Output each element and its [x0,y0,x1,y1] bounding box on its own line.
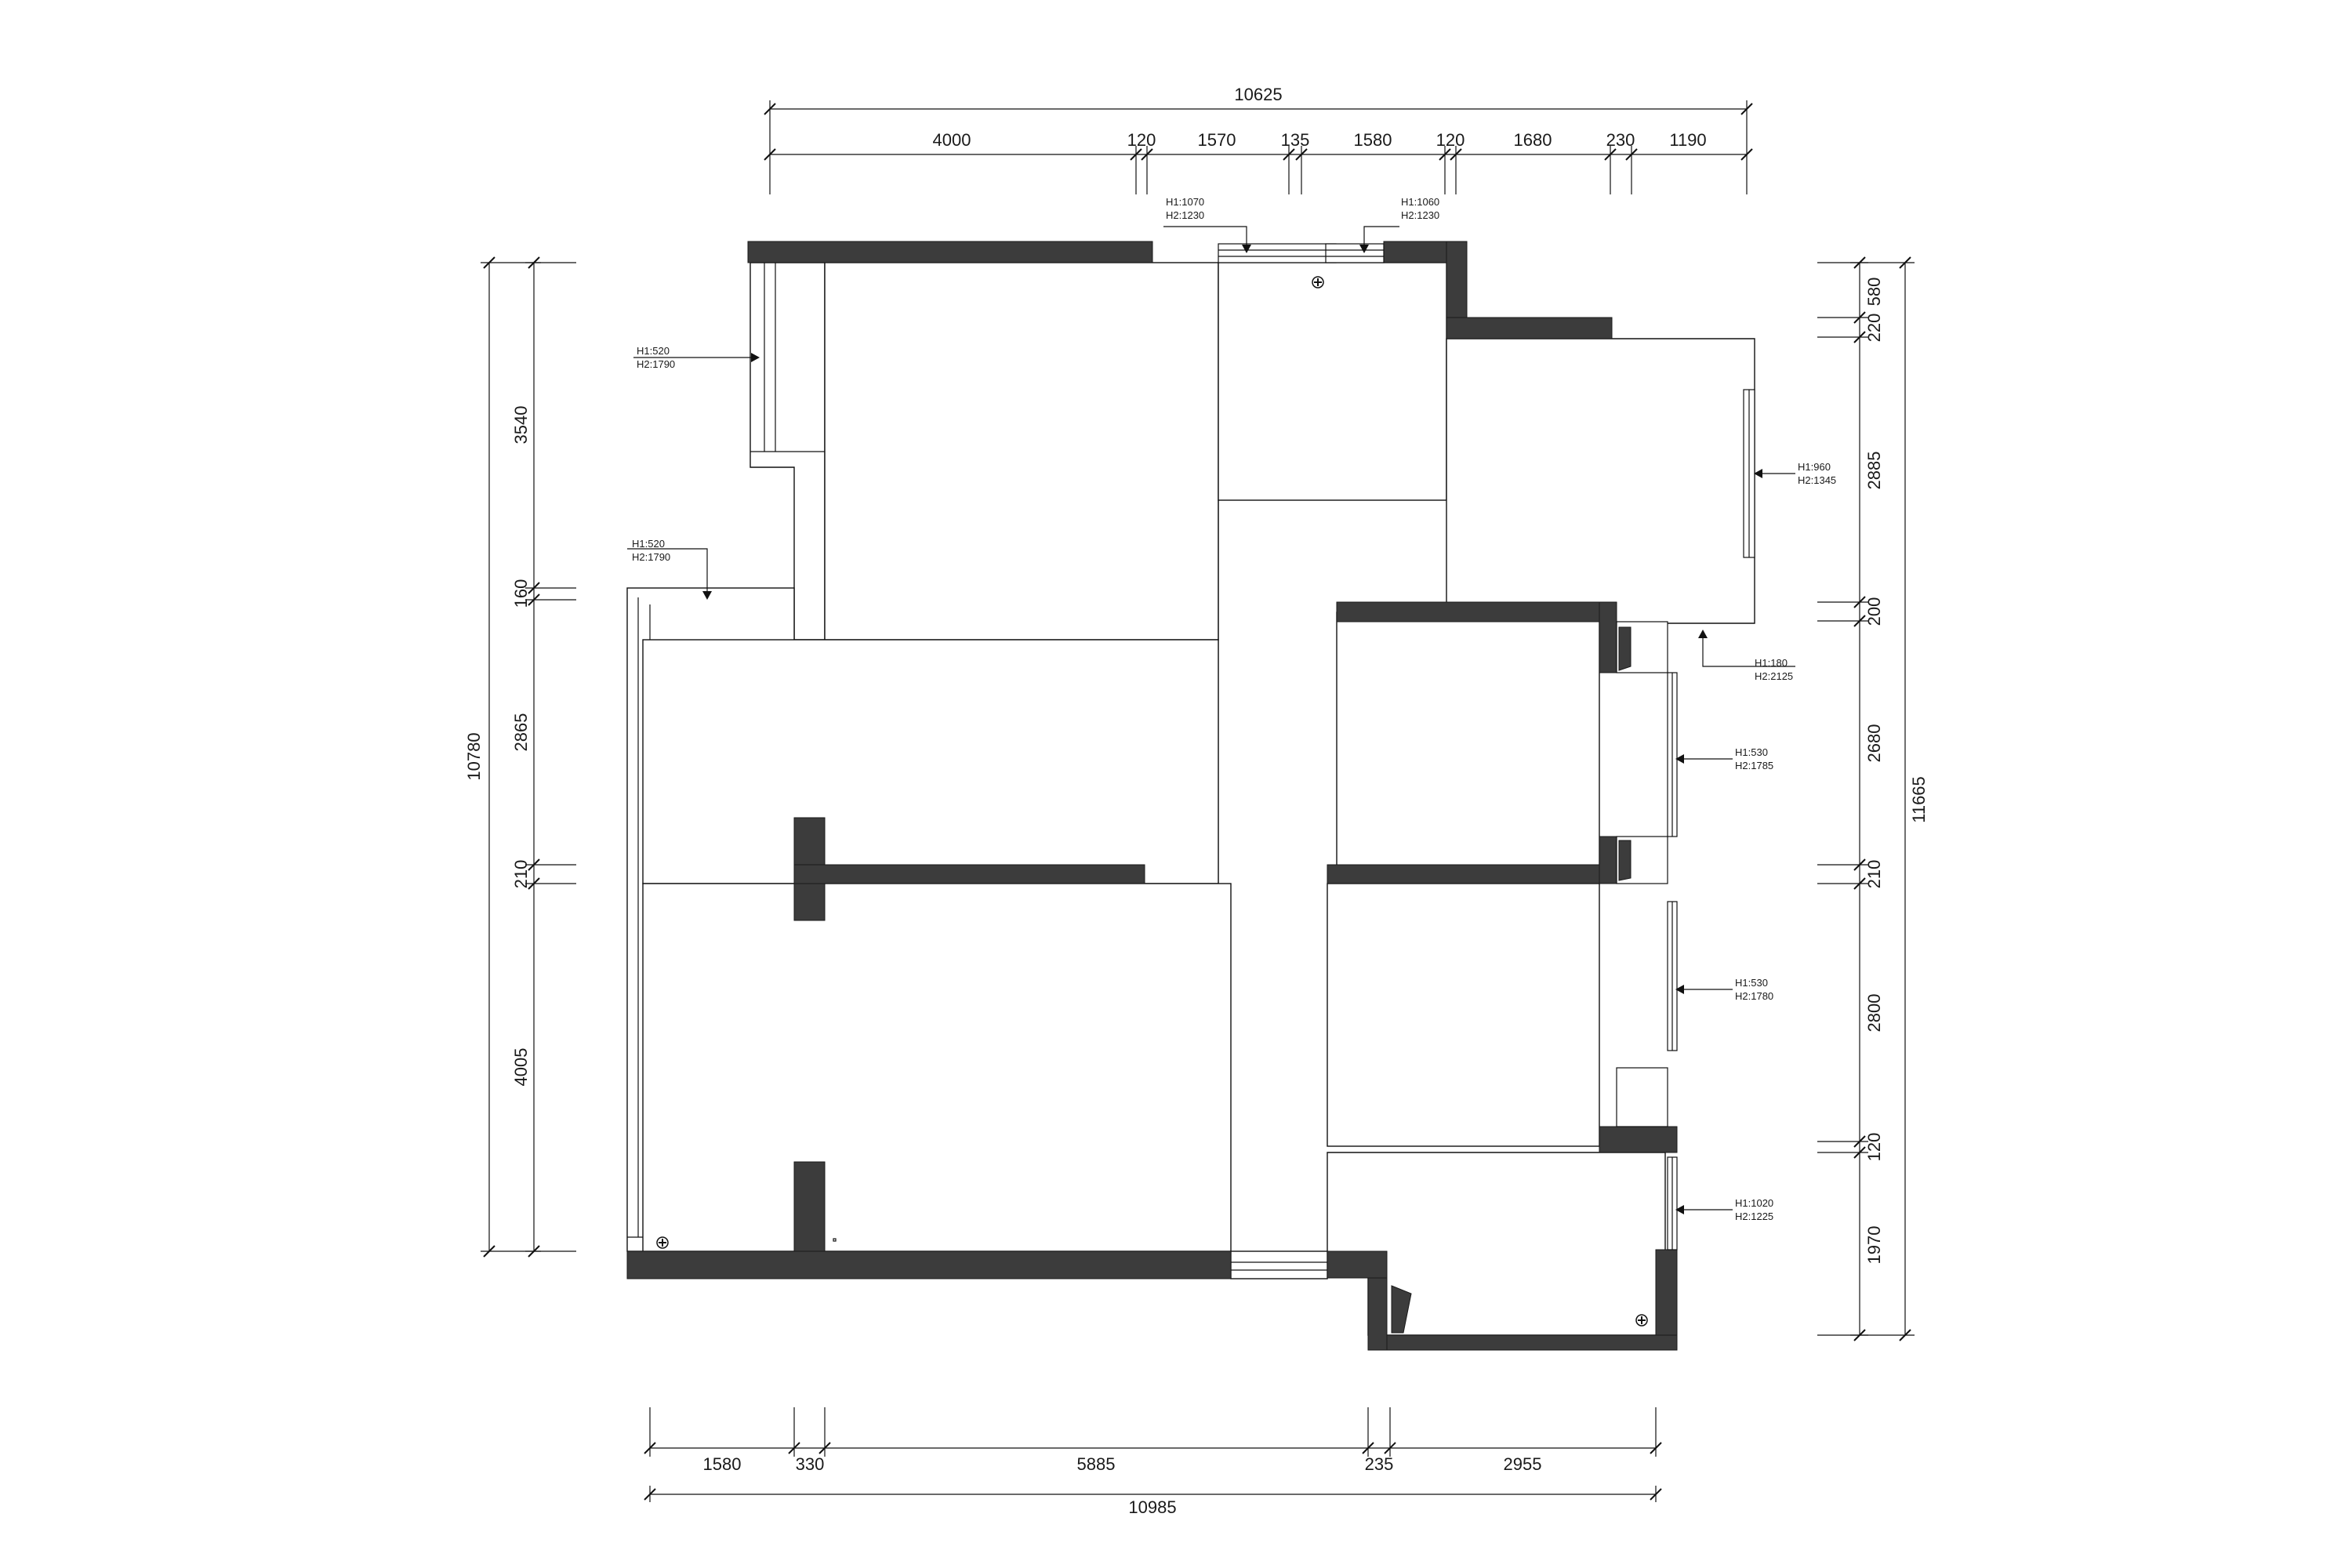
window-callout-1: H1:1070 H2:1230 [1166,196,1204,221]
window-callout-4: H1:520 H2:1790 [632,538,670,563]
svg-text:H1:180: H1:180 [1755,657,1788,669]
top-dim-6: 120 [1436,130,1465,150]
window-callout-6: H1:180 H2:2125 [1755,657,1793,682]
room-outlines [626,262,1755,1336]
left-dim-3: 2865 [511,713,531,752]
top-dim-1: 4000 [933,130,971,150]
svg-text:H2:1225: H2:1225 [1735,1210,1773,1222]
right-dimension-chain: 580 220 2885 200 2680 210 2800 120 1970 … [1817,256,1929,1341]
top-dimension-chain: 10625 4000 120 1570 135 1580 [764,85,1753,194]
svg-text:H2:1785: H2:1785 [1735,760,1773,771]
svg-text:H1:530: H1:530 [1735,977,1768,989]
floor-drain-icon [1635,1314,1648,1327]
right-dim-5: 2680 [1864,724,1884,763]
left-dim-5: 4005 [511,1048,531,1087]
right-dim-7: 2800 [1864,994,1884,1033]
bottom-dim-1: 1580 [703,1454,742,1474]
floor-drain-icon [1312,276,1324,289]
right-dim-2: 220 [1864,314,1884,343]
left-dim-2: 160 [511,579,531,608]
bottom-dim-5: 2955 [1504,1454,1542,1474]
top-dim-9: 1190 [1669,130,1706,150]
svg-text:H2:1790: H2:1790 [632,551,670,563]
svg-text:H1:1070: H1:1070 [1166,196,1204,208]
bottom-dim-4: 235 [1365,1454,1394,1474]
top-dim-7: 1680 [1514,130,1552,150]
left-dimension-chain: 10780 3540 160 2865 210 4005 [464,256,576,1258]
left-total-label: 10780 [464,732,484,780]
right-total-label: 11665 [1909,776,1929,823]
walls [626,241,1678,1351]
window-callout-7: H1:530 H2:1785 [1735,746,1773,771]
left-dim-4: 210 [511,860,531,889]
svg-text:H1:520: H1:520 [637,345,670,357]
callout-arrowheads [702,245,1762,1214]
window-callout-8: H1:530 H2:1780 [1735,977,1773,1002]
right-dim-1: 580 [1864,278,1884,307]
svg-text:H2:1230: H2:1230 [1401,209,1439,221]
callout-leaders [627,226,1795,1210]
top-dim-8: 230 [1606,130,1635,150]
window-callout-labels: H1:1070 H2:1230 H1:1060 H2:1230 H1:520 H… [632,196,1836,1222]
svg-text:H2:1230: H2:1230 [1166,209,1204,221]
bottom-total-label: 10985 [1128,1497,1176,1517]
bottom-dim-2: 330 [796,1454,825,1474]
right-dim-3: 2885 [1864,452,1884,490]
svg-text:H1:520: H1:520 [632,538,665,550]
svg-text:H2:1345: H2:1345 [1798,474,1836,486]
bottom-dimension-chain: 1580 330 5885 235 2955 10985 [644,1407,1662,1517]
windows [833,243,1755,1334]
svg-text:H1:960: H1:960 [1798,461,1831,473]
window-callout-3: H1:520 H2:1790 [637,345,675,370]
svg-text:H1:530: H1:530 [1735,746,1768,758]
right-dim-4: 200 [1864,597,1884,626]
right-dim-9: 1970 [1864,1226,1884,1265]
window-callout-5: H1:960 H2:1345 [1798,461,1836,486]
right-dim-8: 120 [1864,1133,1884,1162]
top-dim-3: 1570 [1198,130,1236,150]
svg-text:H1:1060: H1:1060 [1401,196,1439,208]
top-dim-4: 135 [1281,130,1310,150]
window-callout-2: H1:1060 H2:1230 [1401,196,1439,221]
right-dim-6: 210 [1864,860,1884,889]
top-dim-5: 1580 [1354,130,1392,150]
svg-text:H2:1790: H2:1790 [637,358,675,370]
svg-text:H2:2125: H2:2125 [1755,670,1793,682]
top-dim-2: 120 [1127,130,1156,150]
svg-text:H1:1020: H1:1020 [1735,1197,1773,1209]
top-total-label: 10625 [1234,85,1282,104]
floor-drain-icon [656,1236,669,1249]
window-callout-9: H1:1020 H2:1225 [1735,1197,1773,1222]
left-dim-1: 3540 [511,406,531,445]
svg-text:H2:1780: H2:1780 [1735,990,1773,1002]
bottom-dim-3: 5885 [1077,1454,1116,1474]
